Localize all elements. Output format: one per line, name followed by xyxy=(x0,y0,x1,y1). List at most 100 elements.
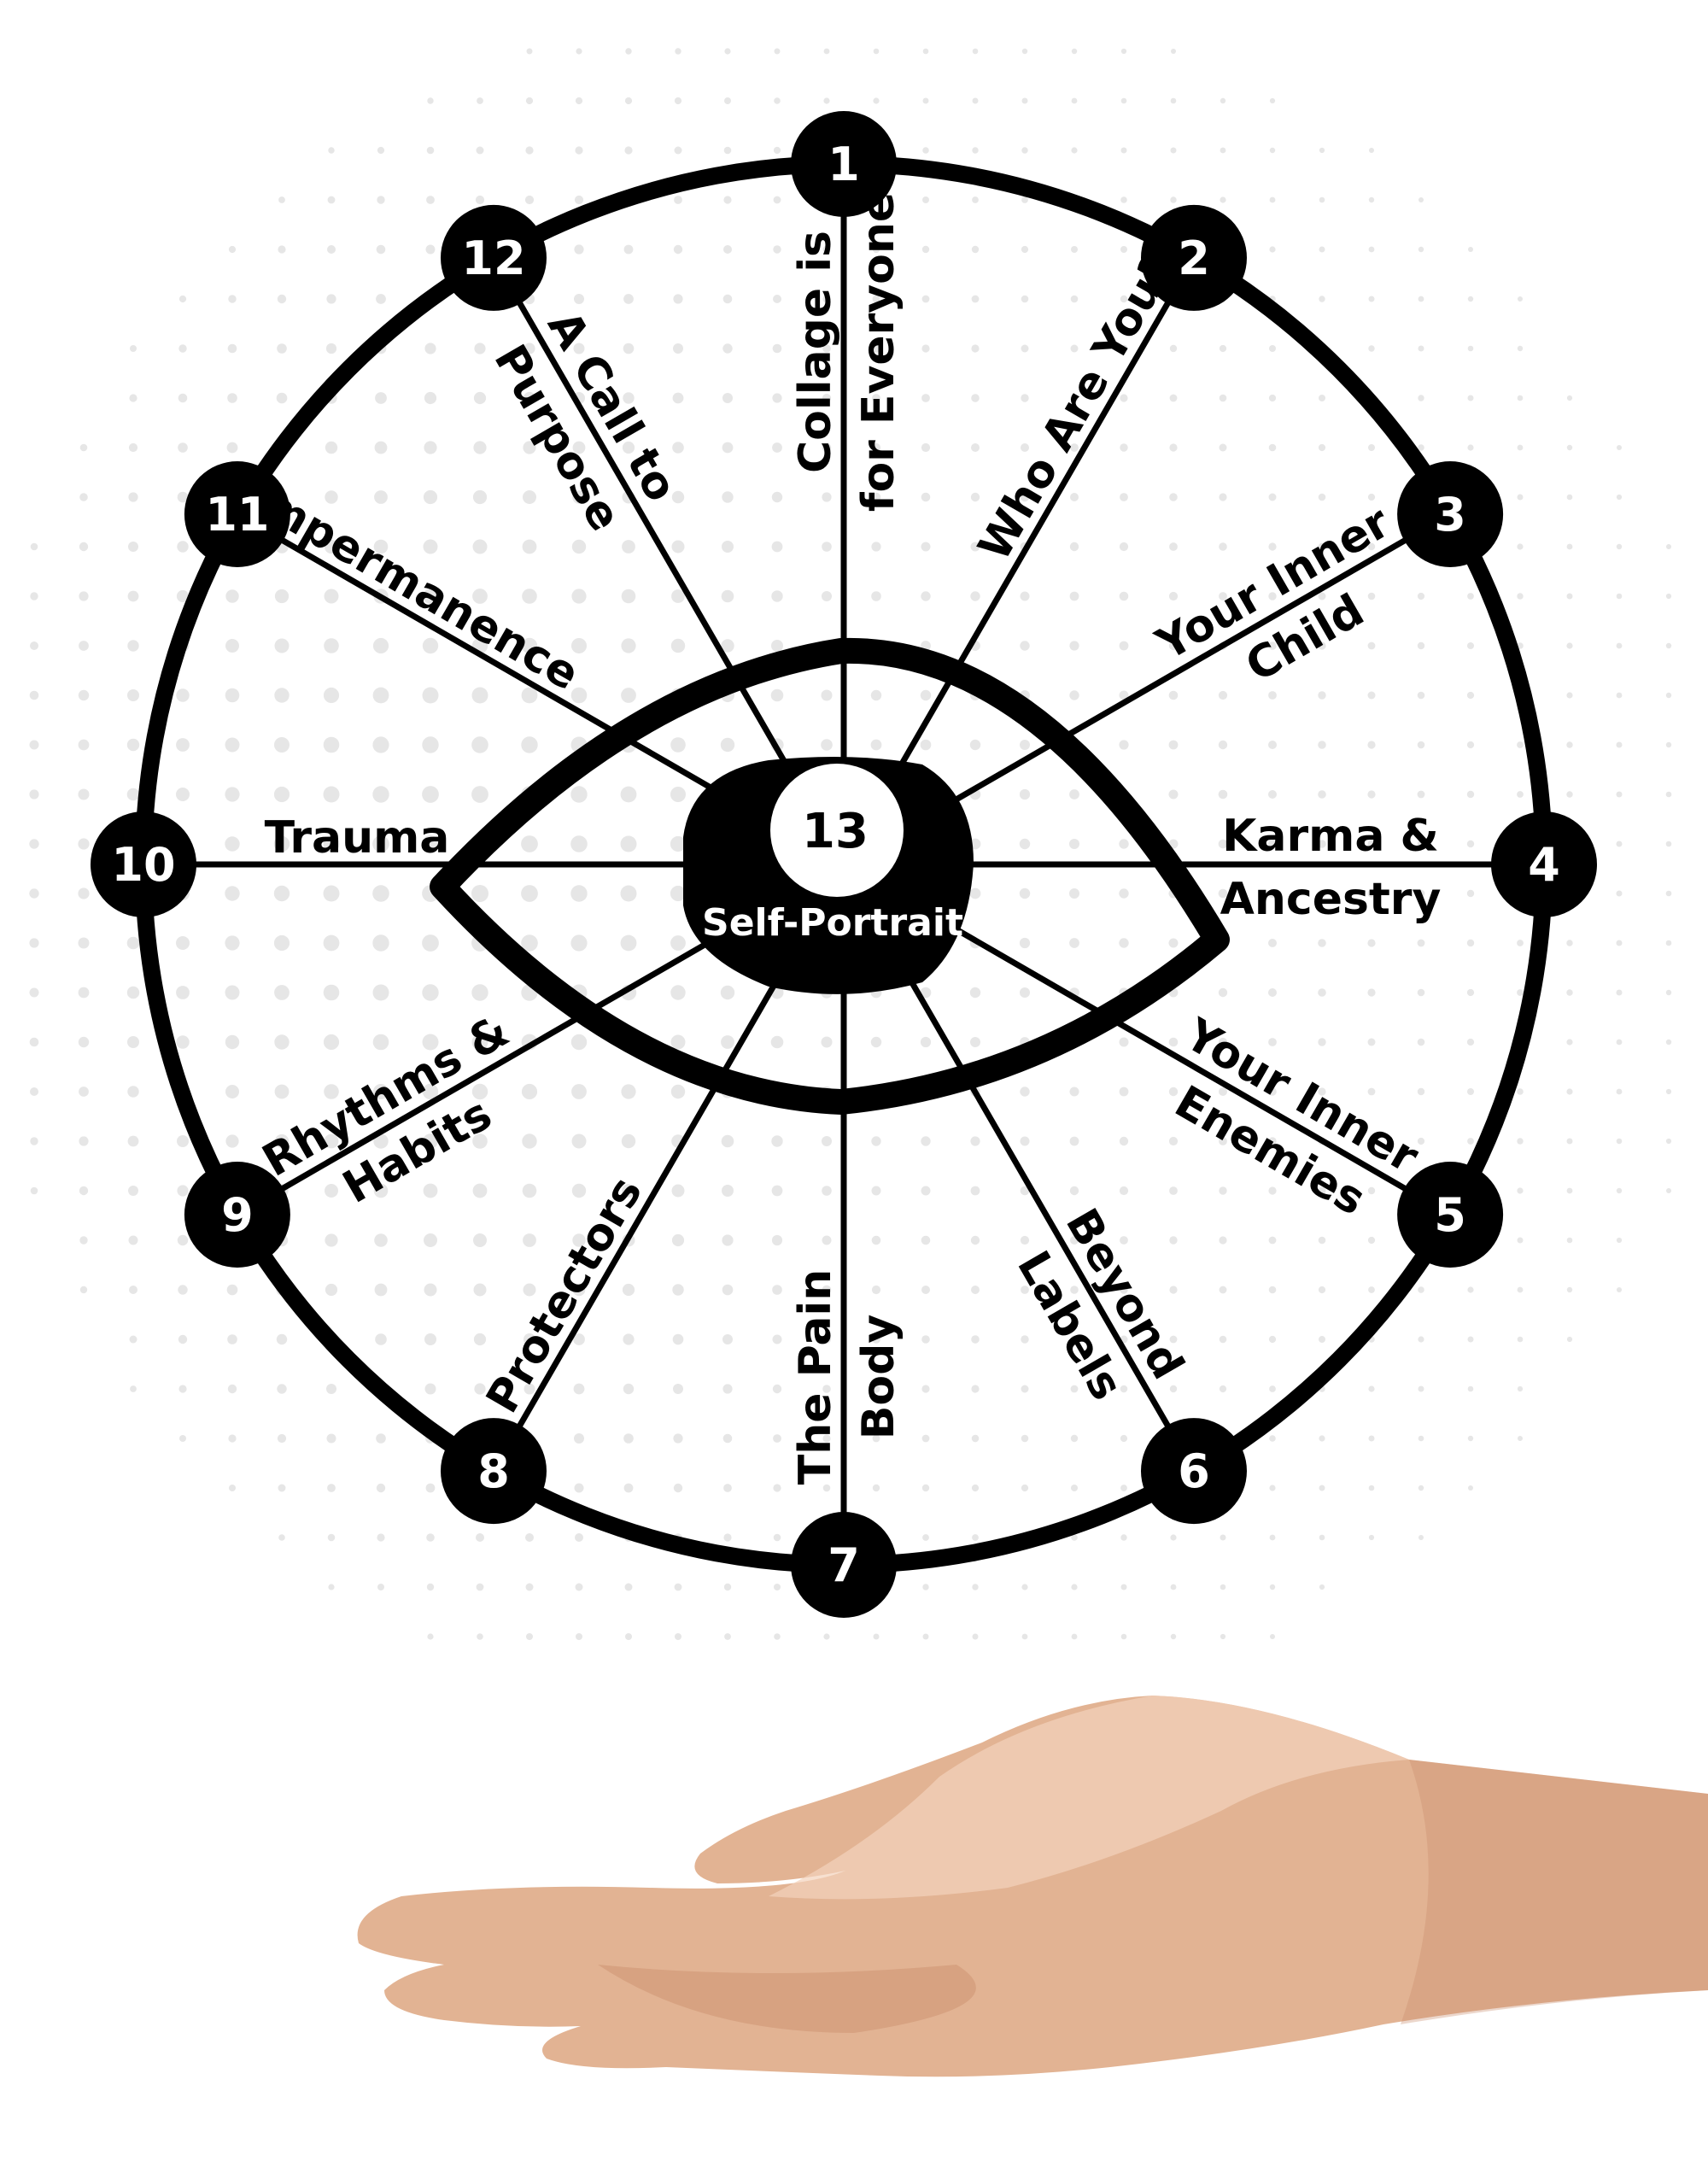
halftone-dot xyxy=(1566,494,1573,501)
halftone-dot xyxy=(1616,543,1623,550)
halftone-dot xyxy=(621,688,636,703)
halftone-dot xyxy=(78,788,90,800)
halftone-dot xyxy=(1270,1634,1275,1639)
node-number: 4 xyxy=(1528,838,1560,892)
halftone-dot xyxy=(376,1483,386,1493)
halftone-dot xyxy=(425,1483,436,1493)
halftone-dot xyxy=(471,984,488,1001)
halftone-dot xyxy=(1616,791,1623,798)
halftone-dot xyxy=(771,590,783,602)
halftone-dot xyxy=(1468,1485,1473,1491)
node-number: 9 xyxy=(221,1188,254,1242)
halftone-dot xyxy=(822,1235,832,1245)
halftone-dot xyxy=(970,492,980,502)
halftone-dot xyxy=(570,835,588,852)
halftone-dot xyxy=(1665,692,1672,699)
halftone-dot xyxy=(1219,1186,1227,1195)
segment-label-line: Karma & xyxy=(1222,811,1439,862)
halftone-dot xyxy=(1566,593,1573,600)
halftone-dot xyxy=(1269,1584,1276,1590)
halftone-dot xyxy=(922,1534,929,1541)
halftone-dot xyxy=(277,1433,287,1444)
halftone-dot xyxy=(1021,394,1029,402)
halftone-dot xyxy=(1566,1286,1573,1293)
halftone-dot xyxy=(1019,937,1031,949)
halftone-dot xyxy=(1367,1038,1376,1046)
halftone-dot xyxy=(427,97,434,104)
halftone-dot xyxy=(1367,790,1376,799)
halftone-dot xyxy=(78,937,90,949)
halftone-dot xyxy=(723,1583,732,1591)
halftone-dot xyxy=(1466,691,1475,700)
eye-outline xyxy=(430,637,1230,1115)
halftone-dot xyxy=(377,1584,384,1590)
halftone-dot xyxy=(671,1233,685,1247)
halftone-dot xyxy=(1021,1633,1028,1640)
halftone-dot xyxy=(571,1084,587,1099)
halftone-dot xyxy=(523,1283,536,1297)
halftone-dot xyxy=(1219,394,1227,402)
halftone-dot xyxy=(327,1484,336,1492)
halftone-dot xyxy=(672,392,684,404)
halftone-dot xyxy=(79,1286,88,1294)
halftone-dot xyxy=(971,295,980,303)
halftone-dot xyxy=(1120,443,1128,452)
halftone-dot xyxy=(471,885,488,902)
halftone-dot xyxy=(871,1235,881,1245)
halftone-dot xyxy=(621,589,636,604)
halftone-dot xyxy=(1269,1385,1276,1392)
halftone-dot xyxy=(773,196,781,204)
halftone-dot xyxy=(227,1334,237,1344)
node-circle xyxy=(441,1418,547,1525)
halftone-dot xyxy=(1318,542,1326,551)
halftone-dot xyxy=(1019,887,1031,899)
halftone-dot xyxy=(273,786,290,803)
halftone-dot xyxy=(574,1433,584,1444)
halftone-dot xyxy=(1417,889,1425,898)
halftone-dot xyxy=(1666,1188,1671,1193)
halftone-dot xyxy=(573,1383,585,1395)
halftone-dot xyxy=(771,541,783,553)
halftone-dot xyxy=(1071,1534,1078,1541)
halftone-dot xyxy=(1318,493,1326,501)
halftone-dot xyxy=(225,836,240,852)
halftone-dot xyxy=(922,1584,929,1590)
halftone-dot xyxy=(1467,1088,1474,1095)
node-8: 8 xyxy=(441,1418,547,1525)
halftone-dot xyxy=(621,1084,636,1099)
halftone-dot xyxy=(1566,791,1573,798)
halftone-dot xyxy=(921,1186,931,1196)
halftone-dot xyxy=(623,1333,635,1345)
halftone-dot xyxy=(1021,97,1028,104)
center-pupil xyxy=(770,764,904,897)
halftone-dot xyxy=(1616,741,1623,748)
halftone-dot xyxy=(623,1483,634,1493)
segment-label-10: Trauma xyxy=(265,812,450,864)
halftone-dot xyxy=(1021,1335,1029,1344)
halftone-dot xyxy=(1466,790,1475,799)
halftone-dot xyxy=(1120,1485,1127,1491)
halftone-dot xyxy=(770,1035,784,1049)
halftone-dot xyxy=(1616,642,1623,649)
halftone-dot xyxy=(1219,1236,1227,1245)
halftone-dot xyxy=(424,391,437,405)
halftone-dot xyxy=(1368,1485,1375,1491)
halftone-dot xyxy=(323,934,340,952)
halftone-dot xyxy=(227,343,237,354)
halftone-dot xyxy=(921,591,931,601)
halftone-dot xyxy=(521,687,538,704)
halftone-dot xyxy=(573,1333,585,1345)
halftone-dot xyxy=(176,589,190,603)
halftone-dot xyxy=(477,1633,483,1640)
halftone-dot xyxy=(323,786,340,803)
halftone-dot xyxy=(521,736,538,753)
node-circle xyxy=(184,1162,290,1268)
halftone-dot xyxy=(178,1334,188,1344)
halftone-dot xyxy=(1071,1633,1078,1640)
halftone-dot xyxy=(1467,345,1474,352)
halftone-dot xyxy=(1616,1088,1623,1095)
halftone-dot xyxy=(1021,344,1029,353)
halftone-dot xyxy=(274,1034,290,1050)
